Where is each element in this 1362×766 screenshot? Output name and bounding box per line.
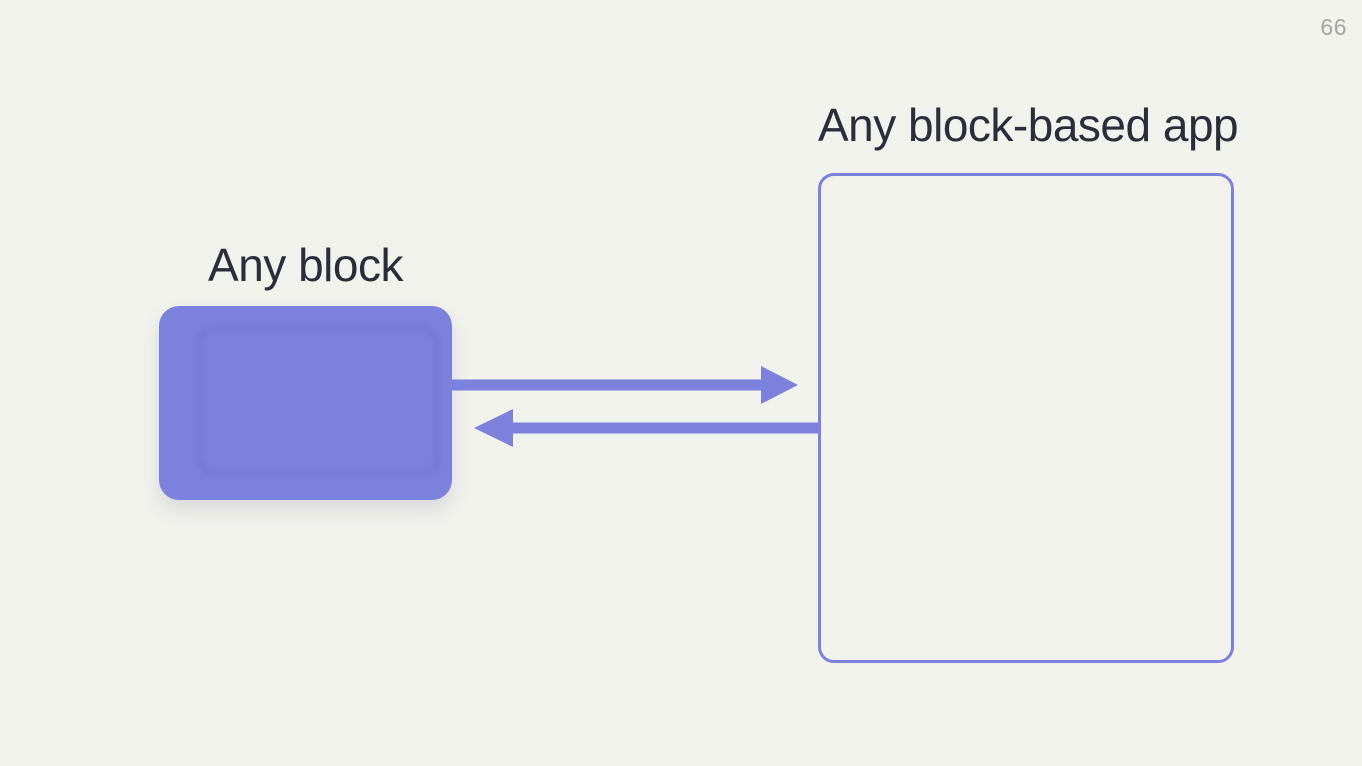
- arrow-block-to-app-icon: [452, 366, 798, 404]
- app-outline-box: [818, 173, 1234, 663]
- any-block-shape: [159, 306, 452, 500]
- page-number: 66: [1320, 14, 1347, 40]
- block-inner-highlight: [197, 326, 440, 476]
- arrow-app-to-block-icon: [474, 409, 818, 447]
- block-label: Any block: [208, 239, 403, 291]
- app-title-label: Any block-based app: [818, 99, 1239, 151]
